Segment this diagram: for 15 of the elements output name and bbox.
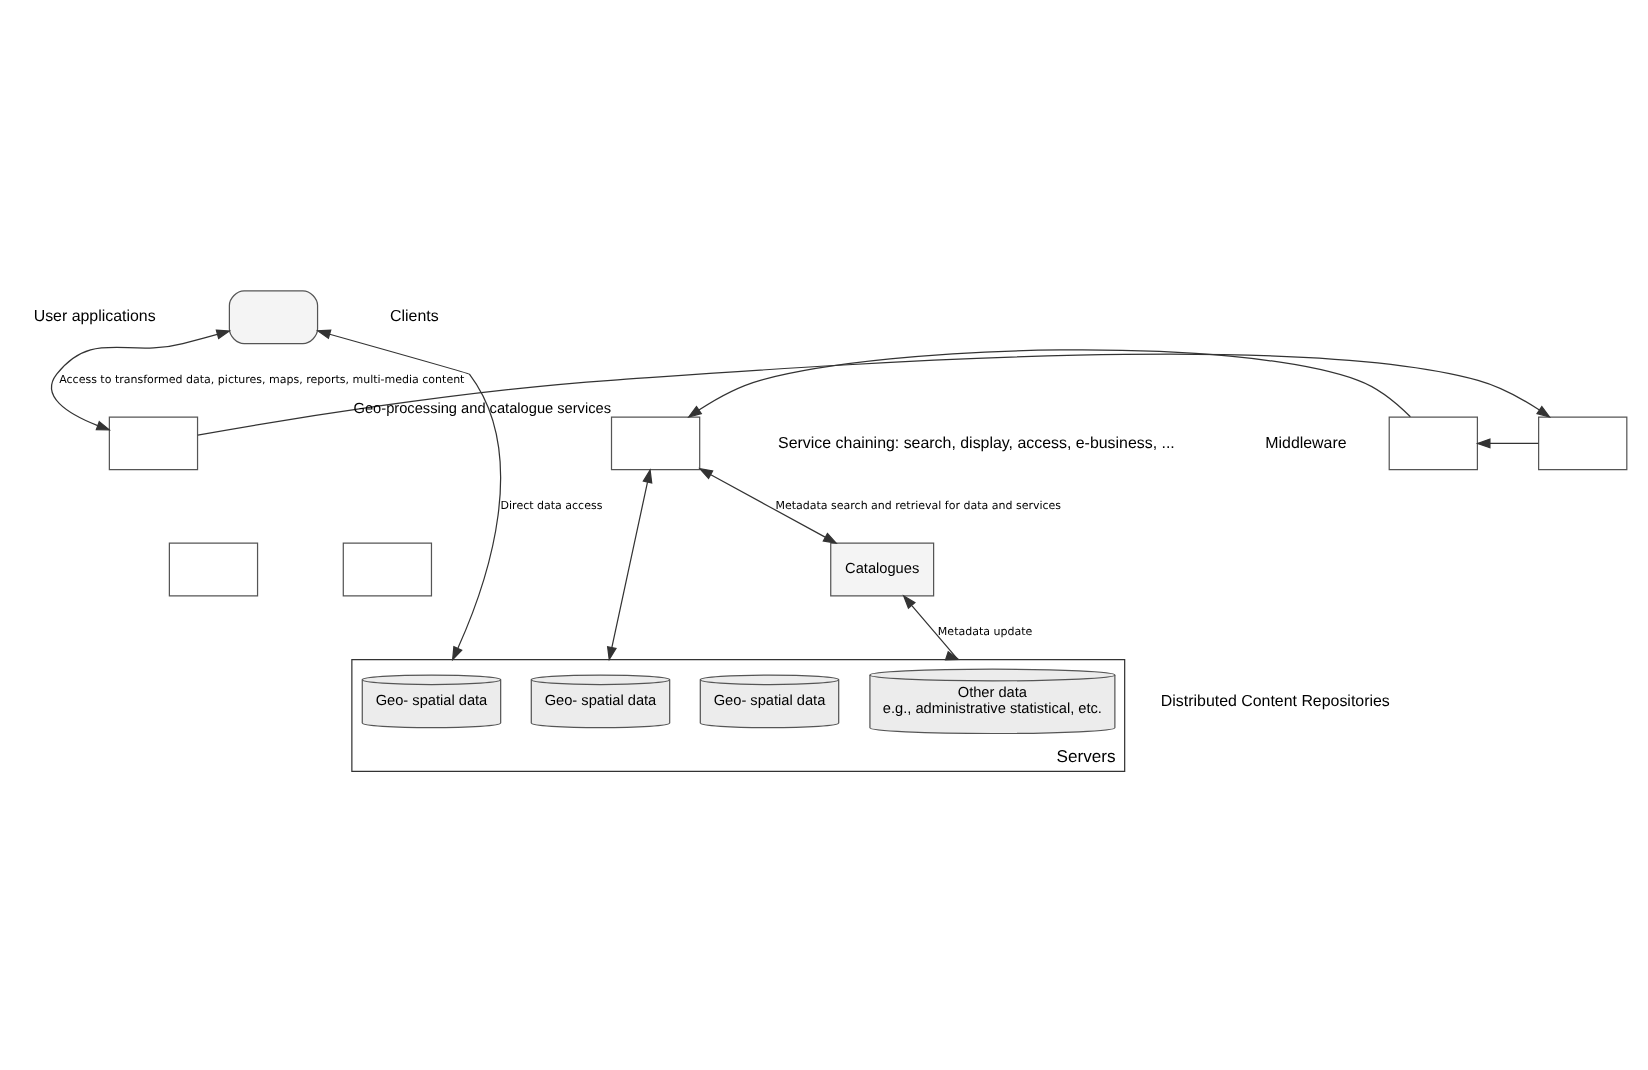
arrow [1475, 437, 1539, 448]
arrow [902, 593, 961, 660]
arrow [687, 348, 1411, 417]
node-box [168, 541, 259, 596]
arrow [197, 352, 1552, 435]
node-box [1388, 415, 1478, 470]
arrow [51, 328, 232, 430]
node-box [108, 415, 199, 470]
node-box [1538, 415, 1628, 470]
node-box [342, 541, 433, 596]
node-box [228, 289, 319, 344]
node-box [610, 415, 701, 470]
arrow [698, 466, 838, 544]
arrow [606, 467, 653, 661]
arrow [316, 328, 501, 661]
